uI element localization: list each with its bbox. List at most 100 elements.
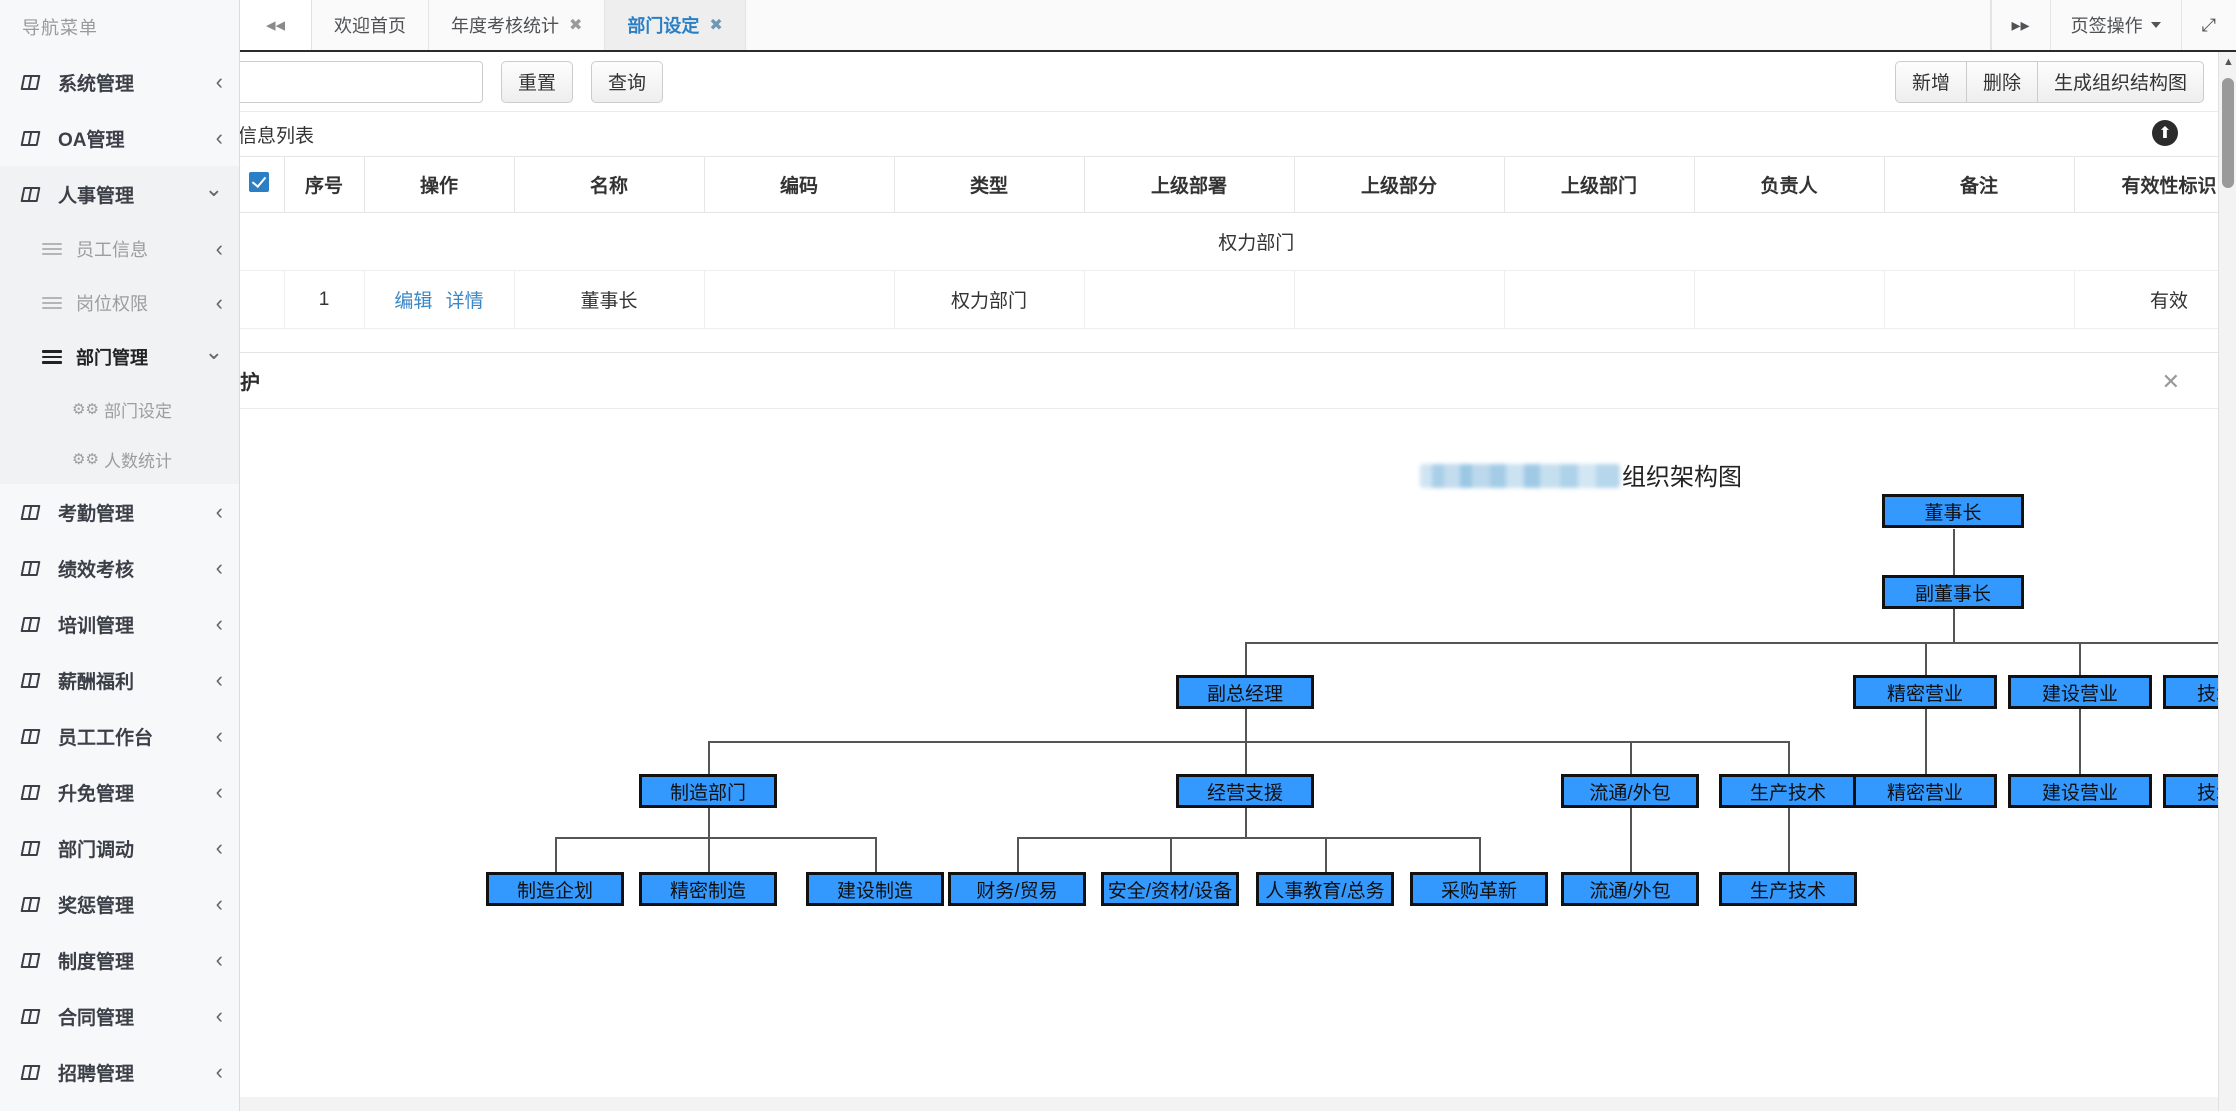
- column-header-seq[interactable]: 序号: [284, 156, 365, 213]
- tab-label: 部门设定: [627, 16, 700, 36]
- search-input[interactable]: [240, 60, 484, 103]
- org-node[interactable]: 生产技术: [1719, 872, 1857, 906]
- close-icon[interactable]: ✖: [709, 17, 723, 34]
- org-node[interactable]: 建设制造: [806, 872, 944, 906]
- scroll-up-arrow-icon[interactable]: ▲: [2223, 56, 2234, 68]
- generate-org-chart-button[interactable]: 生成组织结构图: [2037, 60, 2204, 103]
- org-node[interactable]: 制造部门: [639, 774, 777, 808]
- sidebar-item-attendance-management[interactable]: 考勤管理: [0, 484, 239, 540]
- tab-welcome-home[interactable]: 欢迎首页: [312, 0, 429, 50]
- column-header-code[interactable]: 编码: [704, 156, 895, 213]
- org-node[interactable]: 精密营业: [1853, 774, 1997, 808]
- page-action-menu[interactable]: 页签操作: [2049, 0, 2181, 50]
- edge-line: [875, 837, 877, 872]
- reset-button[interactable]: 重置: [501, 60, 574, 103]
- sidebar-item-label: 员工工作台: [58, 727, 154, 749]
- book-icon: [20, 184, 44, 204]
- sidebar-subitem-department-setting[interactable]: ⚙⚙ 部门设定: [0, 384, 239, 434]
- add-button[interactable]: 新增: [1894, 60, 1967, 103]
- edit-link[interactable]: 编辑: [394, 291, 433, 312]
- chevron-left-icon: [216, 949, 223, 971]
- org-node[interactable]: 经营支援: [1176, 774, 1314, 808]
- org-node[interactable]: 安全/资材/设备: [1101, 872, 1239, 906]
- sidebar-subitem-headcount-statistics[interactable]: ⚙⚙ 人数统计: [0, 434, 239, 484]
- org-node[interactable]: 人事教育/总务: [1256, 872, 1394, 906]
- delete-button[interactable]: 删除: [1966, 60, 2038, 103]
- tabs-scroll-left-button[interactable]: ◂◂: [240, 0, 312, 50]
- select-all-header[interactable]: [240, 156, 285, 213]
- sidebar-subitem-department-management[interactable]: 部门管理: [0, 330, 239, 384]
- org-node[interactable]: 流通/外包: [1561, 774, 1699, 808]
- chevron-down-icon: [205, 346, 223, 368]
- group-row-label: 权力部门: [240, 212, 2236, 271]
- sidebar-item-label: 招聘管理: [58, 1063, 135, 1085]
- org-node[interactable]: 副董事长: [1882, 575, 2024, 609]
- tab-annual-review-stats[interactable]: 年度考核统计 ✖: [429, 0, 606, 50]
- sidebar: 导航菜单 系统管理 OA管理 人事管理 员工信息 岗位权限: [0, 0, 240, 1111]
- chevron-left-icon: [216, 669, 223, 691]
- sidebar-subitem-position-permission[interactable]: 岗位权限: [0, 276, 239, 330]
- column-header-parent-dept[interactable]: 上级部门: [1504, 156, 1695, 213]
- tab-label: 欢迎首页: [334, 16, 406, 36]
- column-header-operation[interactable]: 操作: [364, 156, 515, 213]
- tab-bar-spacer: [746, 0, 1991, 50]
- column-header-owner[interactable]: 负责人: [1694, 156, 1885, 213]
- tabs-scroll-right-button[interactable]: ▸▸: [1990, 0, 2050, 50]
- detail-link[interactable]: 详情: [445, 291, 484, 312]
- table-group-row: 权力部门: [240, 212, 2236, 271]
- table-row[interactable]: 1 编辑 详情 董事长 权力部门 有效: [240, 270, 2236, 329]
- sidebar-item-training-management[interactable]: 培训管理: [0, 596, 239, 652]
- close-icon[interactable]: ✖: [569, 17, 583, 34]
- tab-department-setting[interactable]: 部门设定 ✖: [605, 0, 746, 50]
- edge-line: [1245, 741, 1247, 774]
- org-node[interactable]: 精密制造: [639, 872, 777, 906]
- sidebar-item-recruitment-management[interactable]: 招聘管理: [0, 1044, 239, 1100]
- column-header-type[interactable]: 类型: [894, 156, 1085, 213]
- checkbox-icon[interactable]: [248, 171, 269, 192]
- sidebar-item-reward-punishment[interactable]: 奖惩管理: [0, 876, 239, 932]
- column-header-note[interactable]: 备注: [1884, 156, 2075, 213]
- org-node[interactable]: 建设营业: [2008, 774, 2152, 808]
- query-button[interactable]: 查询: [591, 60, 664, 103]
- org-node[interactable]: 流通/外包: [1561, 872, 1699, 906]
- sidebar-item-contract-management[interactable]: 合同管理: [0, 988, 239, 1044]
- sidebar-item-compensation-benefits[interactable]: 薪酬福利: [0, 652, 239, 708]
- cell-code: [704, 270, 895, 329]
- scrollbar-thumb[interactable]: [2222, 78, 2234, 188]
- org-node[interactable]: 建设营业: [2008, 675, 2152, 709]
- org-node[interactable]: 生产技术: [1719, 774, 1857, 808]
- edge-line: [708, 741, 710, 774]
- org-node[interactable]: 财务/贸易: [948, 872, 1086, 906]
- sidebar-item-department-transfer[interactable]: 部门调动: [0, 820, 239, 876]
- chevron-left-icon: [216, 837, 223, 859]
- org-node[interactable]: 制造企划: [486, 872, 624, 906]
- sidebar-item-hr-management[interactable]: 人事管理: [0, 166, 239, 222]
- org-node[interactable]: 副总经理: [1176, 675, 1314, 709]
- book-icon: [20, 1062, 44, 1082]
- sidebar-subitem-employee-info[interactable]: 员工信息: [0, 222, 239, 276]
- column-header-name[interactable]: 名称: [514, 156, 705, 213]
- org-node[interactable]: 董事长: [1882, 494, 2024, 528]
- up-arrow-circle-icon[interactable]: ⬆: [2152, 120, 2178, 146]
- modal-title: 息维护: [240, 372, 260, 394]
- sidebar-item-promotion-management[interactable]: 升免管理: [0, 764, 239, 820]
- cell-operation[interactable]: 编辑 详情: [364, 270, 515, 329]
- vertical-scrollbar[interactable]: ▲: [2218, 52, 2236, 1111]
- book-icon: [20, 782, 44, 802]
- column-header-parent-deploy[interactable]: 上级部署: [1084, 156, 1295, 213]
- row-checkbox-cell[interactable]: [240, 270, 285, 329]
- org-node[interactable]: 采购革新: [1410, 872, 1548, 906]
- fullscreen-button[interactable]: ⤢: [2180, 0, 2236, 50]
- sidebar-item-performance-review[interactable]: 绩效考核: [0, 540, 239, 596]
- sidebar-item-oa-management[interactable]: OA管理: [0, 110, 239, 166]
- org-node[interactable]: 精密营业: [1853, 675, 1997, 709]
- sidebar-item-policy-management[interactable]: 制度管理: [0, 932, 239, 988]
- column-header-parent-part[interactable]: 上级部分: [1294, 156, 1505, 213]
- sidebar-item-employee-workbench[interactable]: 员工工作台: [0, 708, 239, 764]
- sidebar-item-system-management[interactable]: 系统管理: [0, 54, 239, 110]
- horizontal-scrollbar[interactable]: [240, 1097, 2218, 1111]
- sidebar-subitem-label: 人数统计: [104, 451, 172, 471]
- close-icon[interactable]: ✕: [2161, 369, 2180, 394]
- sidebar-item-label: 薪酬福利: [58, 671, 135, 693]
- column-header-valid-flag[interactable]: 有效性标识: [2074, 156, 2236, 213]
